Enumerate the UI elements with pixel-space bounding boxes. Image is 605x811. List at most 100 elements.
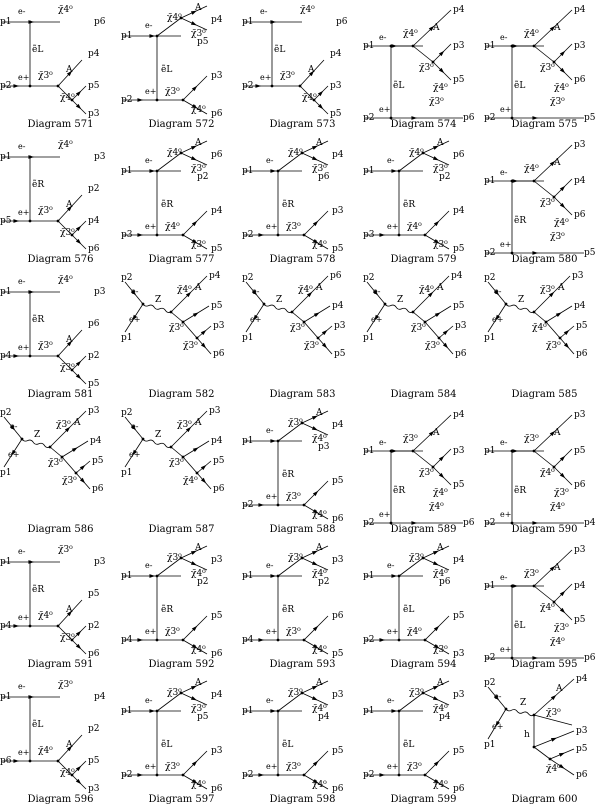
particle-label: p6 — [453, 150, 465, 160]
arrow-icon — [493, 289, 500, 296]
positron-label: e+ — [387, 627, 398, 636]
arrow-icon — [411, 116, 418, 120]
vertex-dot — [510, 449, 514, 453]
particle-label: p5 — [332, 476, 344, 486]
neutralino-label: χ̃4⁰ — [312, 239, 327, 250]
neutralino-label: χ̃3⁰ — [304, 340, 319, 351]
positron-label: e+ — [250, 315, 261, 324]
arrow-icon — [550, 737, 557, 742]
arrow-icon — [75, 90, 82, 97]
vertex-dot — [389, 44, 393, 48]
higgs-label: A — [315, 543, 323, 553]
diagram-caption: Diagram 587 — [148, 524, 215, 535]
vertex-dot — [397, 574, 401, 578]
electron-label: e- — [18, 547, 26, 556]
neutralino-label: χ̃3⁰ — [540, 197, 555, 208]
arrow-icon — [550, 694, 557, 701]
propagator-label: ẽL — [514, 80, 525, 91]
particle-label: p1 — [121, 468, 133, 478]
arrow-icon — [313, 312, 320, 317]
arrow-icon — [559, 607, 566, 614]
diagram-caption: Diagram 575 — [511, 119, 578, 130]
arrow-icon — [258, 638, 265, 642]
electron-label: e- — [145, 696, 153, 705]
particle-label: p5 — [453, 480, 465, 490]
arrow-icon — [432, 685, 439, 690]
z-boson-propagator — [263, 303, 293, 313]
particle-label: p6 — [0, 756, 12, 766]
particle-label: p6 — [584, 653, 596, 663]
vertex-dot — [510, 521, 514, 525]
neutralino-label: χ̃3⁰ — [550, 231, 565, 242]
particle-label: p4 — [453, 206, 465, 216]
neutralino-label: χ̃3⁰ — [540, 62, 555, 73]
particle-label: p4 — [330, 49, 342, 59]
arrow-icon — [433, 644, 440, 649]
particle-label: p4 — [242, 635, 254, 645]
neutralino-label: χ̃3⁰ — [419, 467, 434, 478]
higgs-label: A — [315, 283, 323, 293]
neutralino-label: χ̃4⁰ — [433, 703, 448, 714]
vertex-dot — [70, 773, 74, 777]
vertex-dot — [28, 354, 32, 358]
vertex-dot — [300, 556, 304, 560]
neutralino-label: χ̃3⁰ — [554, 487, 569, 498]
higgs-label: A — [557, 283, 565, 293]
particle-label: p4 — [121, 635, 133, 645]
particle-label: p1 — [0, 692, 12, 702]
arrow-icon — [306, 291, 313, 298]
vertex-dot — [28, 290, 32, 294]
arrow-icon — [251, 289, 258, 296]
arrow-icon — [438, 455, 445, 462]
arrow-icon — [433, 760, 440, 767]
arrow-icon — [312, 779, 319, 784]
particle-label: p5 — [576, 744, 588, 754]
vertex-dot — [28, 759, 32, 763]
arrow-icon — [558, 752, 565, 757]
particle-label: p5 — [0, 216, 12, 226]
arrow-icon — [432, 696, 439, 701]
vertex-dot — [411, 310, 415, 314]
boson-label: Z — [276, 295, 282, 305]
particle-label: p1 — [242, 17, 254, 27]
neutralino-label: χ̃4⁰ — [554, 217, 569, 228]
diagram-caption: Diagram 598 — [269, 794, 336, 805]
particle-label: p3 — [211, 555, 223, 565]
neutralino-label: χ̃3⁰ — [183, 340, 198, 351]
arrow-icon — [549, 430, 556, 437]
arrow-icon — [442, 342, 449, 349]
vertex-dot — [181, 638, 185, 642]
neutralino-label: χ̃3⁰ — [165, 761, 180, 772]
arrow-icon — [411, 521, 418, 525]
propagator-label: ẽR — [393, 485, 405, 496]
neutralino-label: χ̃4⁰ — [302, 92, 317, 103]
particle-label: p4 — [211, 15, 223, 25]
vertex-dot — [56, 84, 60, 88]
neutralino-label: χ̃4⁰ — [429, 501, 444, 512]
particle-label: p1 — [0, 152, 12, 162]
neutralino-label: χ̃4⁰ — [312, 433, 327, 444]
particle-label: p2 — [318, 577, 330, 587]
particle-label: p4 — [332, 150, 344, 160]
arrow-icon — [270, 574, 277, 578]
particle-label: p2 — [484, 113, 496, 123]
neutralino-label: χ̃3⁰ — [409, 687, 424, 698]
arrow-icon — [137, 773, 144, 777]
arrow-icon — [433, 220, 440, 227]
particle-label: p3 — [453, 446, 465, 456]
vertex-dot — [179, 691, 183, 695]
vertex-dot — [74, 471, 78, 475]
particle-label: p5 — [197, 712, 209, 722]
particle-label: p2 — [0, 81, 12, 91]
particle-label: p6 — [574, 210, 586, 220]
vertex-dot — [56, 759, 60, 763]
vertex-dot — [510, 44, 514, 48]
